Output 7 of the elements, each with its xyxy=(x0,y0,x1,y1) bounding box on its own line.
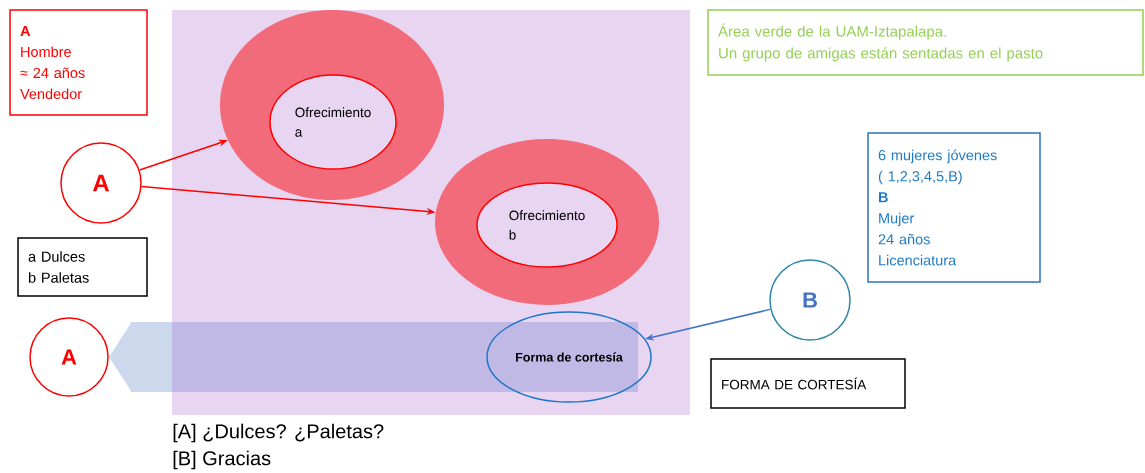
info-box: 6 mujeres jóvenes ( 1,2,3,4,5,B) B Mujer 24 años Licenciatura xyxy=(867,132,1041,283)
label-box: FORMA DE CORTESÍA xyxy=(710,358,906,409)
key-box: a Dulces b Paletas xyxy=(17,237,148,297)
caption-text: [B] Gracias xyxy=(173,450,271,470)
info-box: A Hombre ≈ 24 años Vendedor xyxy=(9,9,148,116)
setting-box: Área verde de la UAM-Iztapalapa. Un grupo de amigas están sentadas en el pasto xyxy=(707,9,1144,76)
caption-text: [A] ¿Dulces? ¿Paletas? xyxy=(173,423,384,443)
